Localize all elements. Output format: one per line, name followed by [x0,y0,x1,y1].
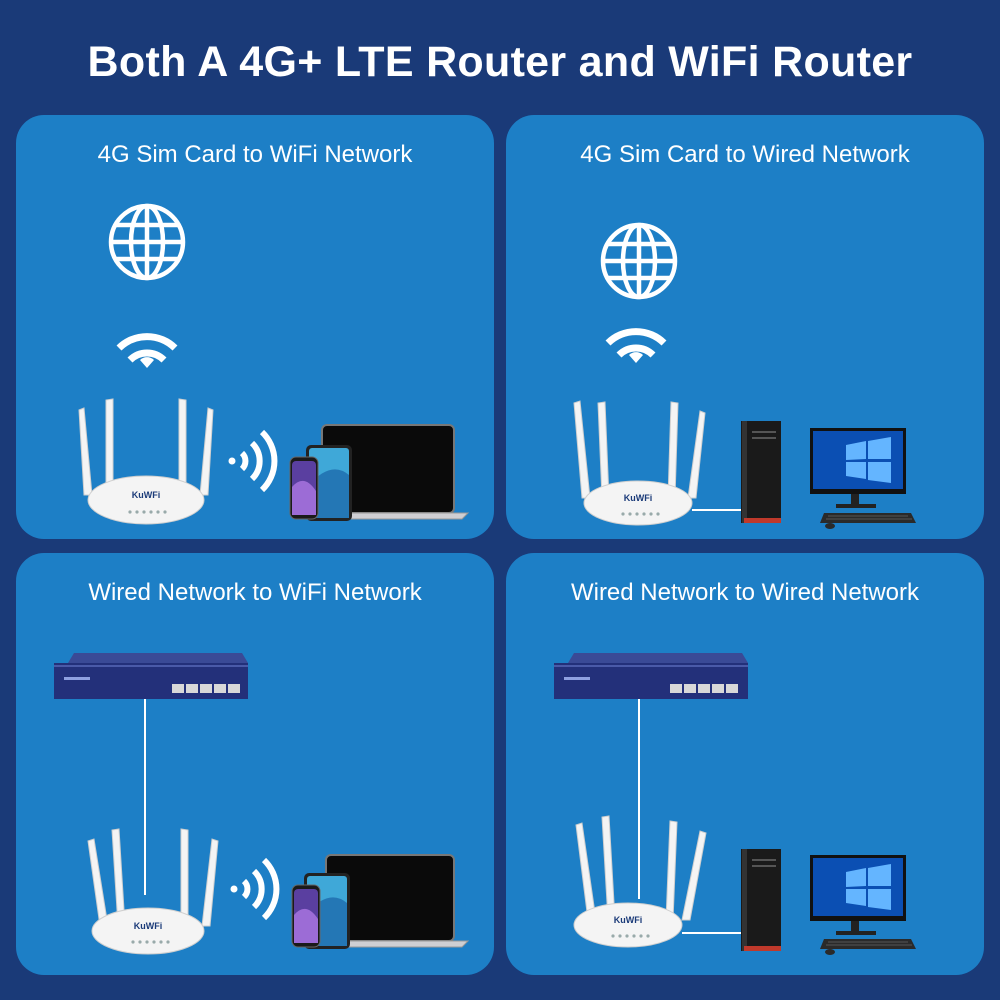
router-brand: KuWFi [134,921,163,931]
wifi-icon [605,328,667,363]
signal-waves-icon [230,857,280,921]
network-switch [54,653,248,699]
router: KuWFi [78,398,214,525]
router: KuWFi [573,815,707,948]
router: KuWFi [573,400,706,526]
smartphone [289,456,319,520]
router-brand: KuWFi [624,493,653,503]
panel-4g-to-wired: 4G Sim Card to Wired Network KuWFi [506,115,984,539]
keyboard [820,513,916,529]
globe-icon [600,222,678,300]
panel-4g-to-wifi: 4G Sim Card to WiFi Network KuWFi [16,115,494,539]
network-switch [554,653,748,699]
globe-icon [108,203,186,281]
panel-title: 4G Sim Card to Wired Network [580,141,910,168]
panel-title: Wired Network to WiFi Network [88,579,422,606]
monitor [810,855,906,935]
keyboard [820,939,916,955]
page-title: Both A 4G+ LTE Router and WiFi Router [87,38,913,86]
wifi-icon [116,333,178,368]
panel-wired-to-wired: Wired Network to Wired Network KuWFi [506,553,984,975]
panel-wired-to-wifi: Wired Network to WiFi Network KuW [16,553,494,975]
laptop [318,854,470,948]
router: KuWFi [87,828,219,955]
laptop [314,424,470,520]
desktop-tower [741,421,781,523]
panel-title: 4G Sim Card to WiFi Network [97,141,413,168]
router-brand: KuWFi [132,490,161,500]
panel-title: Wired Network to Wired Network [570,579,920,606]
desktop-tower [741,849,781,951]
monitor [810,428,906,508]
smartphone [291,884,321,948]
router-brand: KuWFi [614,915,643,925]
signal-waves-icon [228,429,278,493]
